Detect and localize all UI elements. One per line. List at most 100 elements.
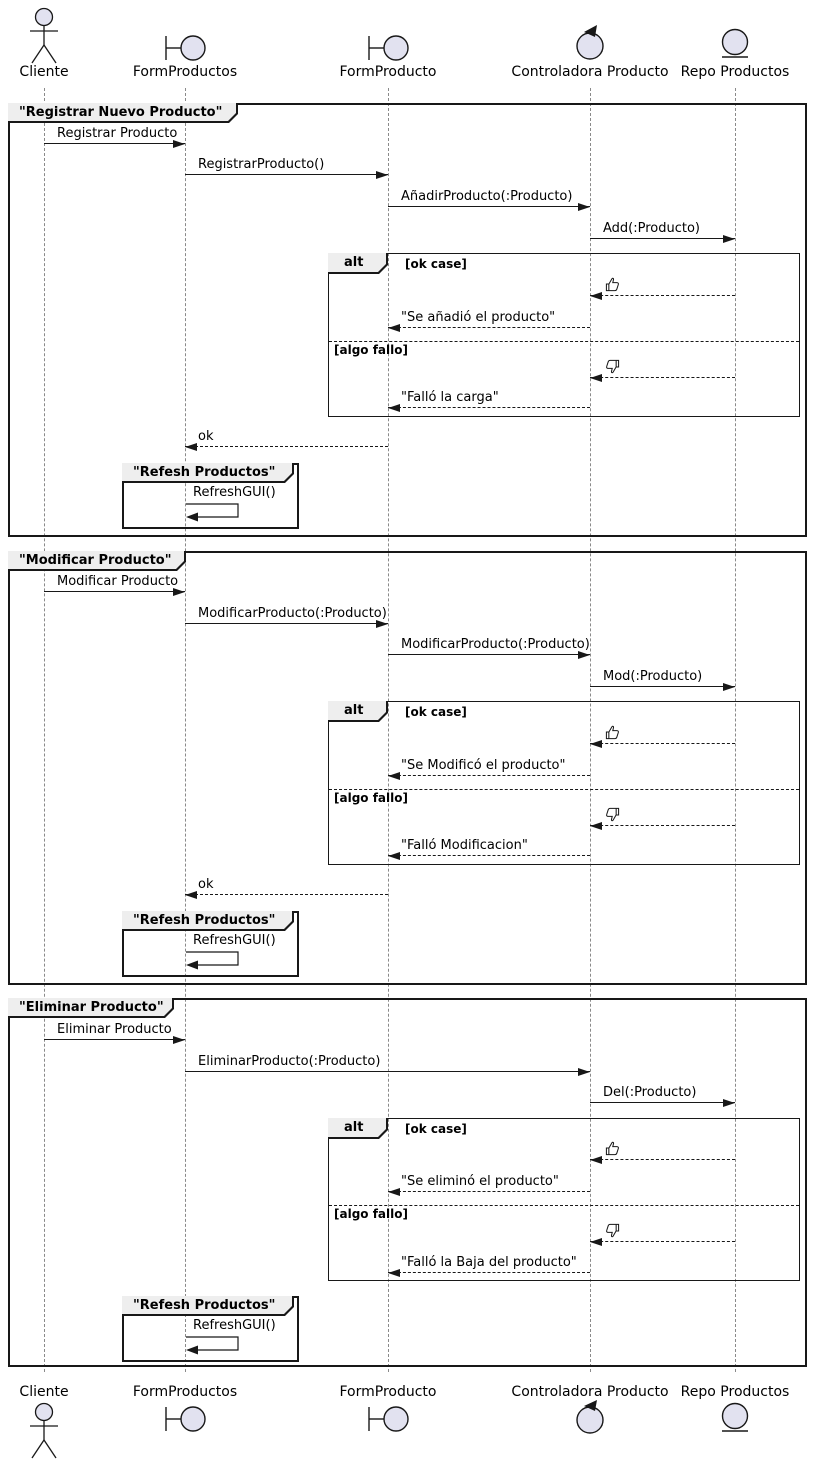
- message-result-ok: [590, 725, 735, 748]
- message-label: EliminarProducto(:Producto): [198, 1054, 381, 1069]
- message-arrow: [590, 1159, 735, 1160]
- message-arrow: [185, 623, 388, 624]
- message-label: AñadirProducto(:Producto): [401, 189, 573, 204]
- arrowhead-icon: [388, 772, 400, 780]
- arrowhead-icon: [173, 140, 185, 148]
- message-arrow: [388, 206, 590, 207]
- arrowhead-icon: [376, 620, 388, 628]
- message-arrow: [590, 295, 735, 296]
- frame-title: "Registrar Nuevo Producto": [19, 104, 223, 120]
- message-arrow: [388, 407, 590, 408]
- participant-label: FormProducto: [339, 1384, 437, 1400]
- message-label: ok: [198, 877, 214, 892]
- message-arrow: [590, 238, 735, 239]
- message-label: ModificarProducto(:Producto): [198, 606, 387, 621]
- arrowhead-icon: [590, 374, 602, 382]
- message: "Falló la Baja del producto": [388, 1255, 590, 1277]
- message: Del(:Producto): [590, 1085, 735, 1107]
- message: RegistrarProducto(): [185, 157, 388, 179]
- message-result-ok: [590, 1141, 735, 1164]
- lifeline-formproducto: [388, 88, 389, 1372]
- boundary-icon: [160, 32, 210, 64]
- ref-frame-title-tab: "Refesh Productos": [122, 463, 294, 483]
- ref-frame-title-tab: "Refesh Productos": [122, 911, 294, 931]
- self-message-label: RefreshGUI(): [193, 485, 276, 500]
- participant-label: FormProducto: [339, 64, 437, 80]
- message-label: Del(:Producto): [603, 1085, 697, 1100]
- message-arrow: [388, 1191, 590, 1192]
- thumbs-down-icon: [605, 1223, 620, 1238]
- boundary-icon: [160, 1403, 210, 1435]
- thumbs-up-icon: [605, 1141, 620, 1156]
- message: "Se añadió el producto": [388, 310, 590, 332]
- group-frame-title-tab: "Modificar Producto": [8, 551, 186, 571]
- thumbs-down-icon: [605, 807, 620, 822]
- thumbs-down-icon: [605, 359, 620, 374]
- participant-label: Repo Productos: [680, 64, 790, 80]
- participant-label: Repo Productos: [680, 1384, 790, 1400]
- message-result-fail: [590, 807, 735, 830]
- arrowhead-icon: [388, 1269, 400, 1277]
- message-label: ModificarProducto(:Producto): [401, 637, 590, 652]
- frame-title: "Modificar Producto": [19, 552, 172, 568]
- thumbs-up-icon: [605, 725, 620, 740]
- participant-label: FormProductos: [132, 1384, 238, 1400]
- message-arrow: [590, 686, 735, 687]
- message-label: "Se Modificó el producto": [401, 758, 566, 773]
- message-label: "Falló Modificacion": [401, 838, 528, 853]
- message-result-fail: [590, 1223, 735, 1246]
- message-arrow: [185, 446, 388, 447]
- arrowhead-icon: [185, 891, 197, 899]
- entity-icon: [718, 26, 754, 62]
- lifeline-cliente: [44, 88, 45, 1372]
- participant-label: Controladora Producto: [511, 1384, 669, 1400]
- message-arrow: [388, 654, 590, 655]
- group-frame-modificar: [8, 551, 807, 985]
- self-message-label: RefreshGUI(): [193, 933, 276, 948]
- alt-divider: [329, 789, 799, 790]
- alt-operator-tab: alt: [328, 253, 388, 274]
- alt-divider: [329, 341, 799, 342]
- guard-label: [algo fallo]: [334, 343, 408, 357]
- actor-icon: [24, 5, 64, 65]
- message-arrow: [388, 1272, 590, 1273]
- guard-label: [ok case]: [405, 1122, 467, 1136]
- alt-frame: [algo fallo]: [328, 1118, 800, 1281]
- message-arrow: [388, 855, 590, 856]
- lifeline-formproductos: [185, 88, 186, 1372]
- guard-label: [ok case]: [405, 705, 467, 719]
- alt-operator-label: alt: [344, 255, 364, 270]
- message: Eliminar Producto: [44, 1022, 185, 1044]
- message: ModificarProducto(:Producto): [388, 637, 590, 659]
- arrowhead-icon: [590, 1156, 602, 1164]
- message: ModificarProducto(:Producto): [185, 606, 388, 628]
- arrowhead-icon: [723, 1099, 735, 1107]
- frame-title: "Eliminar Producto": [19, 999, 164, 1015]
- message: "Falló Modificacion": [388, 838, 590, 860]
- arrowhead-icon: [723, 683, 735, 691]
- self-message-arrow: [185, 1335, 245, 1355]
- boundary-icon: [363, 32, 413, 64]
- arrowhead-icon: [590, 822, 602, 830]
- participant-label: FormProductos: [132, 64, 238, 80]
- actor-icon: [24, 1402, 64, 1464]
- group-frame-registrar: [8, 103, 807, 537]
- arrowhead-icon: [388, 1188, 400, 1196]
- message-reply: ok: [185, 429, 388, 451]
- arrowhead-icon: [185, 443, 197, 451]
- frame-title: "Refesh Productos": [133, 912, 276, 928]
- message-label: Registrar Producto: [57, 126, 178, 141]
- message-arrow: [590, 743, 735, 744]
- message: Mod(:Producto): [590, 669, 735, 691]
- message-label: ok: [198, 429, 214, 444]
- alt-operator-tab: alt: [328, 1118, 388, 1139]
- participant-label: Controladora Producto: [511, 64, 669, 80]
- guard-label: [algo fallo]: [334, 791, 408, 805]
- message-label: "Se añadió el producto": [401, 310, 556, 325]
- arrowhead-icon: [173, 588, 185, 596]
- message: "Se eliminó el producto": [388, 1174, 590, 1196]
- entity-icon: [718, 1402, 754, 1438]
- alt-operator-label: alt: [344, 1120, 364, 1135]
- alt-operator-label: alt: [344, 703, 364, 718]
- participant-label: Cliente: [19, 1384, 69, 1400]
